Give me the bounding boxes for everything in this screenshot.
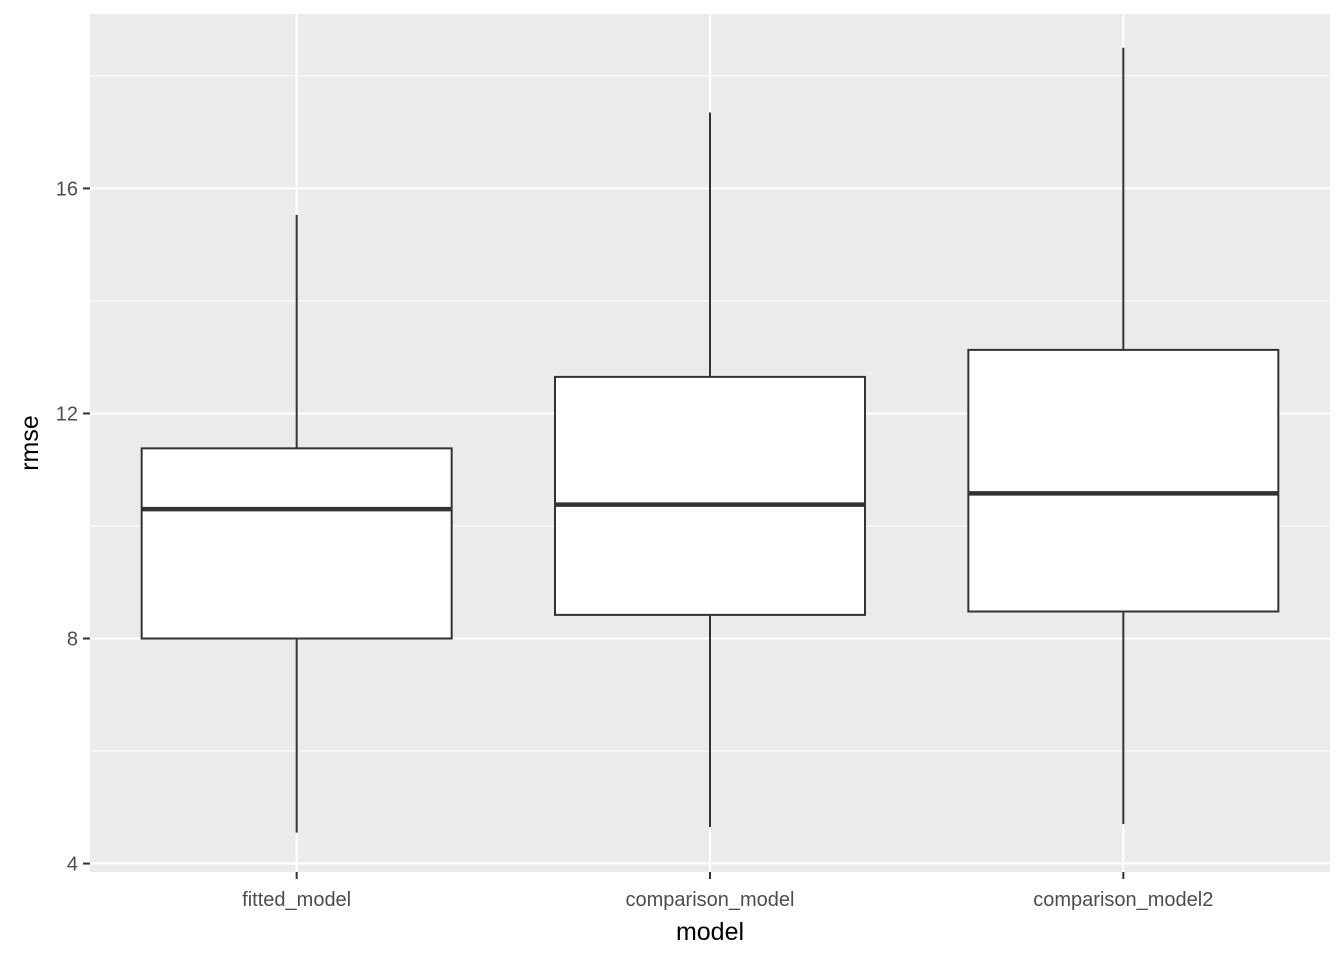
box-fitted_model [140, 214, 453, 833]
x-tick-label: comparison_model [626, 889, 795, 911]
x-tick-label: comparison_model2 [1033, 889, 1213, 911]
y-axis-title: rmse [16, 415, 44, 471]
box-comparison_model2 [967, 47, 1280, 825]
box-comparison_model [554, 112, 866, 827]
y-tick-label: 12 [56, 403, 78, 425]
y-tick-label: 8 [67, 629, 78, 651]
x-axis: fitted_model comparison_model comparison_m… [242, 872, 1213, 911]
y-tick-label: 4 [67, 854, 78, 876]
x-tick-label: fitted_model [242, 889, 351, 911]
box-iqr [967, 348, 1280, 613]
boxes-layer [140, 47, 1280, 833]
box-iqr [140, 447, 453, 640]
x-axis-title: model [676, 918, 744, 946]
box-iqr [554, 375, 866, 616]
y-tick-label: 16 [56, 178, 78, 200]
y-axis: 4 8 12 16 [56, 178, 90, 876]
